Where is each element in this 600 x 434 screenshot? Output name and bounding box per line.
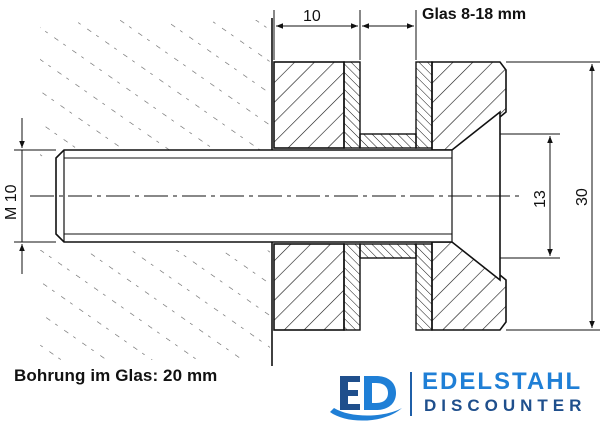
dimension-plate-thickness <box>273 10 361 60</box>
logo-separator <box>410 372 412 416</box>
right-gasket <box>415 61 433 331</box>
ed-monogram-icon <box>330 376 402 421</box>
left-plate <box>273 61 345 331</box>
logo-name-line1: EDELSTAHL <box>422 368 583 395</box>
outer-diameter-label: 30 <box>574 188 591 206</box>
head-diameter-label: 13 <box>532 190 549 208</box>
logo-name-line2: DISCOUNTER <box>424 396 587 415</box>
dimension-outer-diameter <box>506 61 600 331</box>
countersunk-cap <box>431 61 507 331</box>
dimension-head-diameter <box>500 133 560 259</box>
glass-thickness-label: Glas 8-18 mm <box>422 6 526 23</box>
glass-sleeve <box>359 133 417 259</box>
wall-background <box>40 18 273 366</box>
dimension-thread <box>14 118 56 274</box>
drill-hole-caption: Bohrung im Glas: 20 mm <box>14 366 218 385</box>
dimension-glass-thickness <box>362 10 417 60</box>
plate-thickness-label: 10 <box>303 8 321 25</box>
brand-logo: EDELSTAHL DISCOUNTER <box>326 368 594 428</box>
left-gasket <box>343 61 361 331</box>
thread-label: M 10 <box>3 184 20 220</box>
